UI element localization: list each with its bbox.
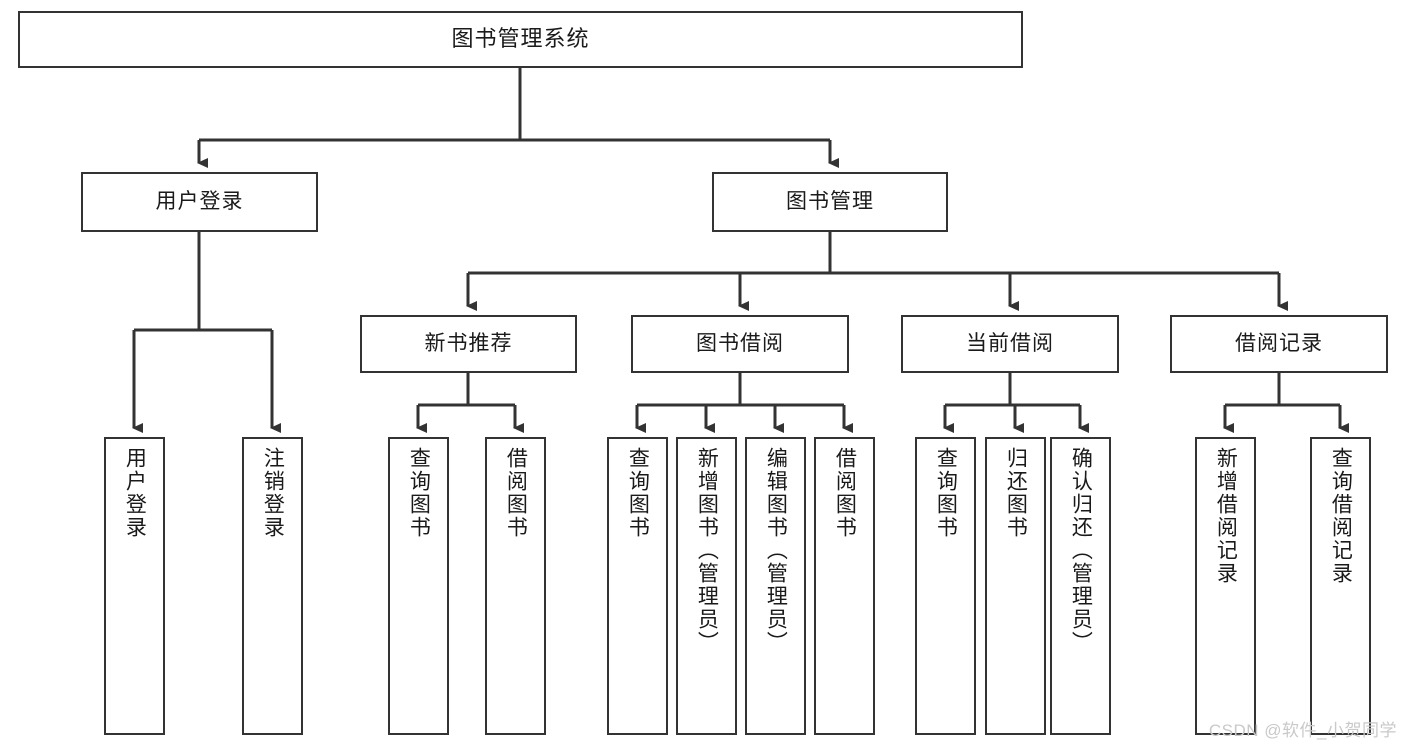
leaf-borrow-edit-book-label: 编辑图书（管理员） — [764, 447, 788, 654]
leaf-current-query-book-label: 查询图书 — [934, 447, 958, 539]
node-book-borrow[interactable]: 图书借阅 — [631, 315, 849, 373]
leaf-recommend-query-book-label: 查询图书 — [407, 447, 431, 539]
leaf-record-query-record[interactable]: 查询借阅记录 — [1310, 437, 1371, 735]
node-borrow-record-label: 借阅记录 — [1235, 332, 1323, 356]
node-new-book-recommend-label: 新书推荐 — [424, 332, 513, 356]
leaf-borrow-borrow-book[interactable]: 借阅图书 — [814, 437, 875, 735]
leaf-record-query-record-label: 查询借阅记录 — [1329, 447, 1353, 585]
leaf-current-return-book-label: 归还图书 — [1004, 447, 1028, 539]
leaf-user-logout[interactable]: 注销登录 — [242, 437, 303, 735]
leaf-borrow-edit-book[interactable]: 编辑图书（管理员） — [745, 437, 806, 735]
leaf-current-return-book[interactable]: 归还图书 — [985, 437, 1046, 735]
leaf-recommend-borrow-book-label: 借阅图书 — [504, 447, 528, 539]
node-book-management[interactable]: 图书管理 — [712, 172, 948, 232]
leaf-user-login-label: 用户登录 — [123, 447, 147, 539]
leaf-user-logout-label: 注销登录 — [261, 447, 285, 539]
leaf-current-confirm-return[interactable]: 确认归还（管理员） — [1050, 437, 1111, 735]
node-user-login[interactable]: 用户登录 — [81, 172, 318, 232]
leaf-borrow-add-book[interactable]: 新增图书（管理员） — [676, 437, 737, 735]
leaf-borrow-query-book-label: 查询图书 — [626, 447, 650, 539]
node-root-label: 图书管理系统 — [451, 26, 590, 52]
leaf-recommend-borrow-book[interactable]: 借阅图书 — [485, 437, 546, 735]
leaf-current-confirm-return-label: 确认归还（管理员） — [1069, 447, 1093, 654]
node-book-borrow-label: 图书借阅 — [696, 332, 784, 356]
node-current-borrow[interactable]: 当前借阅 — [901, 315, 1119, 373]
node-borrow-record[interactable]: 借阅记录 — [1170, 315, 1388, 373]
leaf-borrow-add-book-label: 新增图书（管理员） — [695, 447, 719, 654]
node-book-management-label: 图书管理 — [786, 190, 874, 214]
leaf-record-add-record[interactable]: 新增借阅记录 — [1195, 437, 1256, 735]
leaf-current-query-book[interactable]: 查询图书 — [915, 437, 976, 735]
leaf-user-login[interactable]: 用户登录 — [104, 437, 165, 735]
leaf-recommend-query-book[interactable]: 查询图书 — [388, 437, 449, 735]
leaf-record-add-record-label: 新增借阅记录 — [1214, 447, 1238, 585]
node-new-book-recommend[interactable]: 新书推荐 — [360, 315, 577, 373]
node-current-borrow-label: 当前借阅 — [966, 332, 1054, 356]
node-user-login-label: 用户登录 — [155, 190, 244, 214]
leaf-borrow-borrow-book-label: 借阅图书 — [833, 447, 857, 539]
leaf-borrow-query-book[interactable]: 查询图书 — [607, 437, 668, 735]
node-root-system[interactable]: 图书管理系统 — [18, 11, 1023, 68]
